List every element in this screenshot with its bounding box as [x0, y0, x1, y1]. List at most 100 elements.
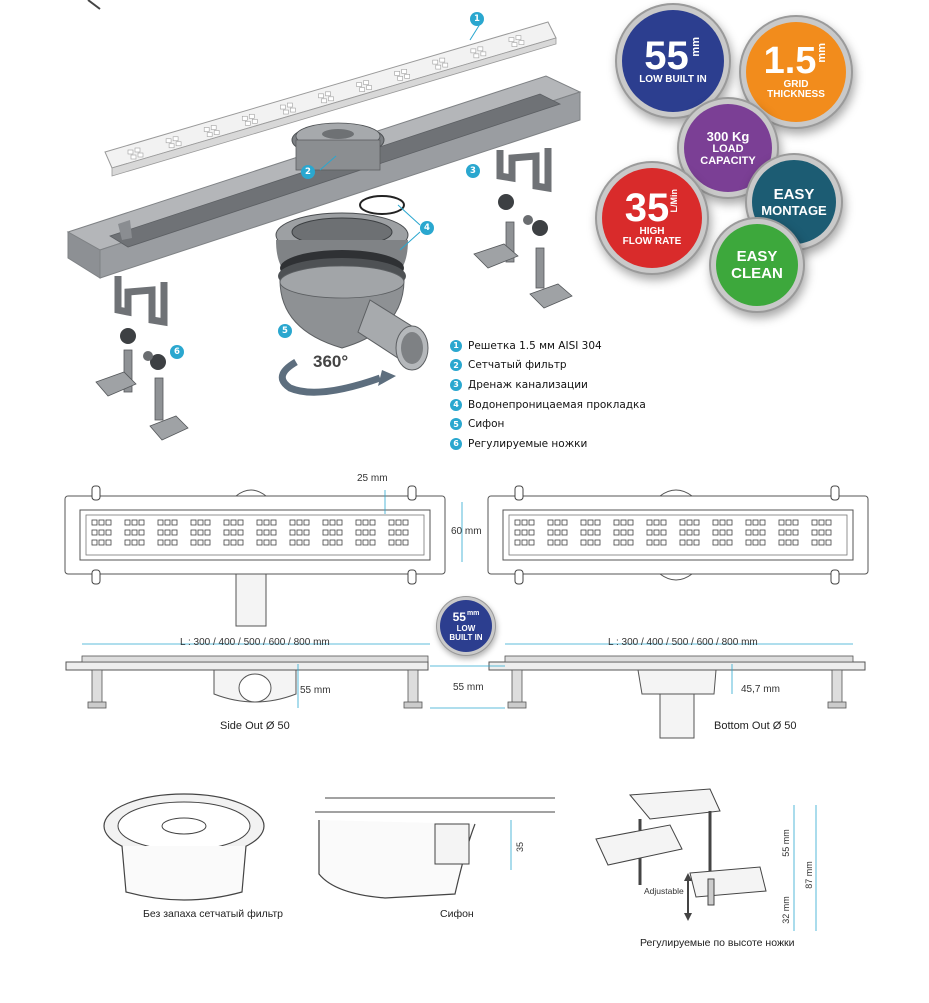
- grate-hole: [256, 529, 263, 536]
- grate-hole: [613, 519, 620, 526]
- grate-hole: [404, 74, 410, 79]
- grate-hole: [124, 539, 131, 546]
- grate-hole: [561, 519, 568, 526]
- grate-hole: [362, 529, 369, 536]
- badge-low-built-in: 55 mm LOW BUILT IN: [622, 10, 724, 112]
- grate-hole: [686, 539, 693, 546]
- grate-hole: [289, 539, 296, 546]
- grate-hole: [138, 519, 145, 526]
- grate-hole: [164, 539, 171, 546]
- grate-hole: [190, 539, 197, 546]
- grate-hole: [303, 539, 310, 546]
- grate-hole: [554, 529, 561, 536]
- grate-hole: [712, 539, 719, 546]
- siphon-body: [275, 212, 429, 371]
- grate-hole: [620, 539, 627, 546]
- legend-text: Водонепроницаемая прокладка: [468, 398, 646, 411]
- badge-grid-thickness: 1.5 mm GRID THICKNESS: [746, 22, 846, 122]
- badge-easy-clean-line1: EASY: [736, 248, 778, 265]
- grate-hole: [785, 529, 792, 536]
- grate-hole: [256, 519, 263, 526]
- grate-hole: [98, 519, 105, 526]
- grate-hole: [402, 519, 409, 526]
- grate-hole: [280, 104, 286, 110]
- grate-hole: [778, 529, 785, 536]
- legend-number: 5: [450, 418, 462, 431]
- grate-hole: [363, 80, 369, 85]
- grate-hole: [580, 519, 587, 526]
- badge-load-capacity-label-1: LOAD: [712, 142, 744, 155]
- grate-hole: [91, 529, 98, 536]
- small-badge-unit: mm: [466, 610, 480, 617]
- grate-hole: [395, 519, 402, 526]
- badge-easy-clean: EASY CLEAN: [716, 224, 798, 306]
- grate-hole: [197, 529, 204, 536]
- grate-hole: [646, 539, 653, 546]
- caption-filter: Без запаха сетчатый фильтр: [143, 908, 283, 920]
- legend-text: Решетка 1.5 мм AISI 304: [468, 339, 602, 352]
- grate-hole: [91, 519, 98, 526]
- grate-hole: [164, 519, 171, 526]
- grate-hole: [197, 539, 204, 546]
- grate-hole: [204, 539, 211, 546]
- grate-hole: [521, 529, 528, 536]
- badge-grid-thickness-value: 1.5: [763, 40, 817, 83]
- grate-hole: [442, 62, 449, 68]
- top-view-holes: [91, 519, 832, 546]
- grate-hole: [362, 519, 369, 526]
- grate-hole: [369, 529, 376, 536]
- grate-hole: [98, 529, 105, 536]
- badge-low-built-in-value: 55: [644, 33, 689, 78]
- grate-hole: [130, 154, 137, 160]
- small-badge-line2: BUILT IN: [449, 633, 483, 642]
- grate-hole: [825, 519, 832, 526]
- detail-feet-drawing: [595, 788, 817, 931]
- grate-hole: [792, 519, 799, 526]
- grate-hole: [157, 529, 164, 536]
- grate-hole: [270, 539, 277, 546]
- grate-hole: [580, 529, 587, 536]
- grate-hole: [679, 529, 686, 536]
- grate-hole: [213, 130, 220, 135]
- grate-hole: [518, 40, 525, 45]
- grate-hole: [693, 539, 700, 546]
- grate-hole: [336, 539, 343, 546]
- badge-flow-rate: 35 L/Min HIGH FLOW RATE: [602, 168, 702, 268]
- corner-mark: [87, 0, 101, 10]
- grate-hole: [594, 519, 601, 526]
- grate-hole: [296, 529, 303, 536]
- grate-hole: [336, 529, 343, 536]
- dim-length-right: L : 300 / 400 / 500 / 600 / 800 mm: [608, 637, 758, 648]
- grate-hole: [432, 59, 439, 65]
- grate-hole: [303, 529, 310, 536]
- grate-hole: [613, 539, 620, 546]
- left-legs: [95, 276, 189, 441]
- grate-hole: [561, 529, 568, 536]
- grate-hole: [752, 519, 759, 526]
- badge-flow-rate-unit: L/Min: [669, 188, 680, 213]
- grate-hole: [470, 48, 477, 54]
- grate-hole: [157, 539, 164, 546]
- grate-hole: [388, 529, 395, 536]
- grate-hole: [515, 35, 522, 40]
- grate-hole: [686, 519, 693, 526]
- grate-hole: [248, 113, 255, 119]
- grate-hole: [164, 529, 171, 536]
- mesh-filter: [291, 122, 385, 171]
- leader-lines: [319, 23, 481, 251]
- grate-hole: [653, 539, 660, 546]
- dim-length-left: L : 300 / 400 / 500 / 600 / 800 mm: [180, 637, 330, 648]
- grate-hole: [792, 539, 799, 546]
- grate-hole: [138, 529, 145, 536]
- side-view-left: [65, 643, 430, 709]
- grate-hole: [613, 529, 620, 536]
- grate-hole: [366, 85, 372, 90]
- grate-hole: [778, 539, 785, 546]
- grate-hole: [646, 519, 653, 526]
- badge-grid-thickness-label-2: THICKNESS: [767, 89, 825, 101]
- legend-number: 6: [450, 437, 462, 450]
- grate-hole: [547, 539, 554, 546]
- dim-height-center: 55 mm: [453, 682, 484, 693]
